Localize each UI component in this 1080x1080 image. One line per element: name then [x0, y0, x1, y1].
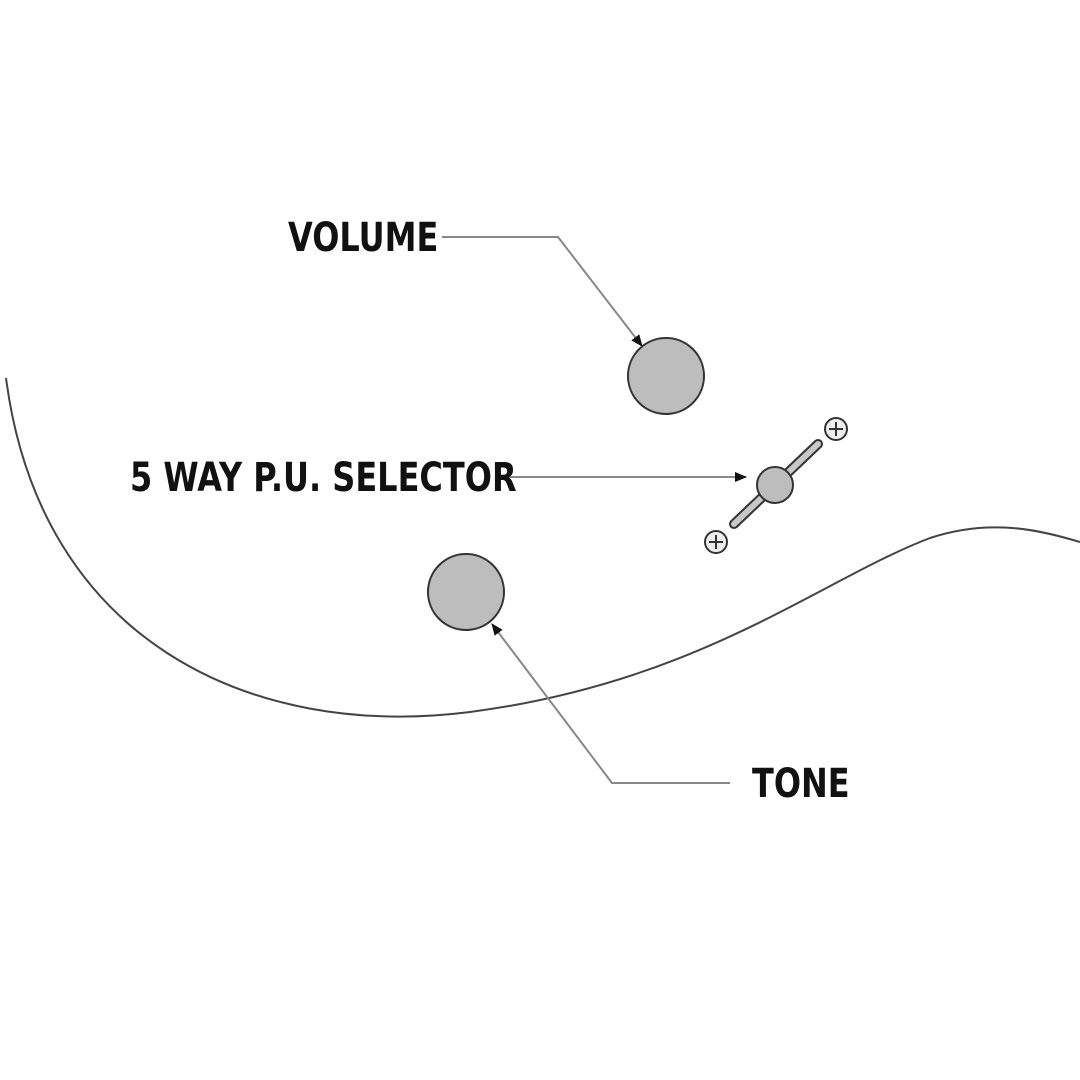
body-outline	[5, 377, 1080, 718]
tone-label: TONE	[752, 759, 850, 806]
volume-knob	[627, 337, 705, 415]
selector-label: 5 WAY P.U. SELECTOR	[130, 453, 517, 500]
selector-tip	[756, 466, 794, 504]
tone-leader-line	[491, 623, 730, 784]
tone-knob	[427, 553, 505, 631]
screw-icon	[704, 530, 728, 554]
volume-leader-line	[442, 236, 643, 347]
screw-icon	[824, 417, 848, 441]
volume-label: VOLUME	[288, 213, 438, 260]
pickup-selector-switch	[729, 439, 823, 529]
